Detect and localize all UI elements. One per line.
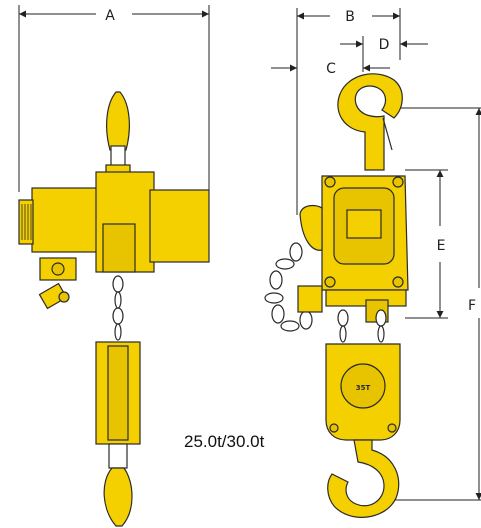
side-motor xyxy=(31,187,99,253)
front-bottom-hook xyxy=(327,439,400,518)
dimension-e-label: E xyxy=(437,238,446,254)
dimension-c-label: C xyxy=(326,61,336,77)
dimension-lines xyxy=(18,5,481,501)
dimension-a-label: A xyxy=(105,8,115,24)
front-view-hoist xyxy=(264,73,409,518)
dimension-d-label: D xyxy=(379,37,390,53)
slack-chain xyxy=(264,242,313,332)
side-load-chain xyxy=(112,275,124,341)
side-top-hook xyxy=(106,91,130,151)
hook-block-badge: 35T xyxy=(356,384,371,392)
dimension-f-label: F xyxy=(468,298,476,314)
front-top-hook xyxy=(337,73,403,171)
capacity-label: 25.0t/30.0t xyxy=(184,432,265,451)
side-bottom-hook xyxy=(103,467,133,527)
side-view-hoist xyxy=(18,91,210,527)
front-load-chain xyxy=(337,309,387,343)
dimension-b-label: B xyxy=(345,9,355,25)
